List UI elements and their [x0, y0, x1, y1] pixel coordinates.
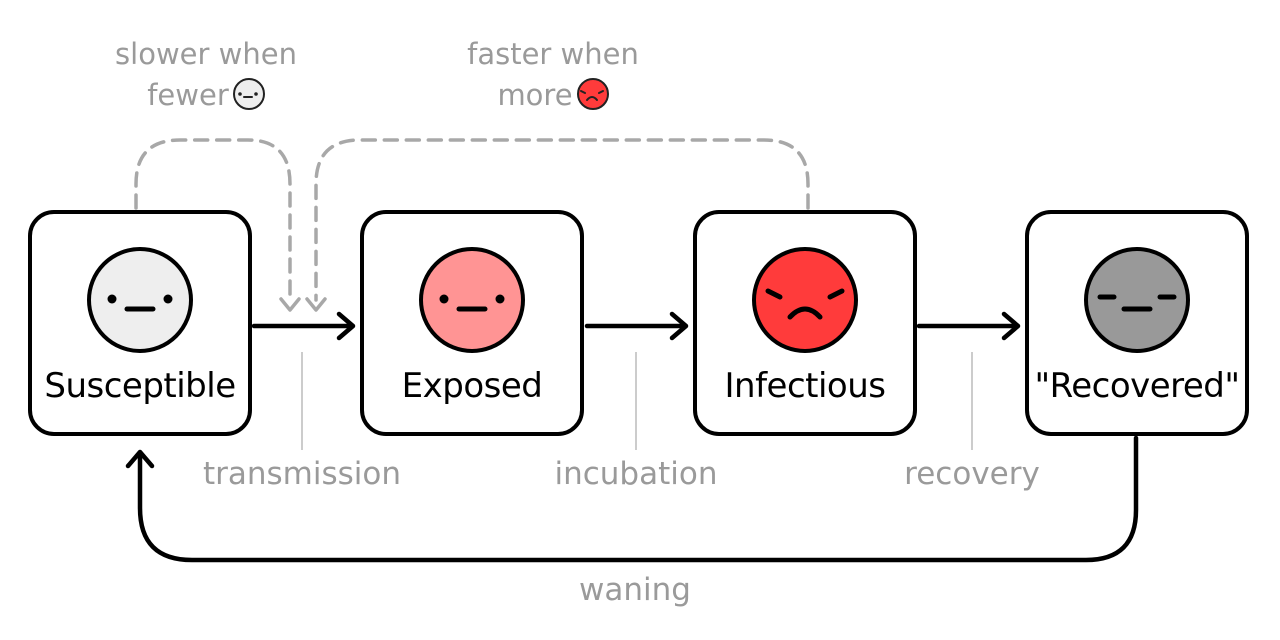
note-faster-when-more: faster when more: [440, 34, 666, 116]
neutral-face-icon: [87, 247, 193, 353]
rate-label-waning: waning: [579, 572, 691, 608]
sad-face-icon: [752, 247, 858, 353]
state-infectious: Infectious: [693, 210, 917, 436]
transition-arrows: [125, 311, 1139, 563]
state-recovered: "Recovered": [1025, 210, 1249, 436]
note-slower-line2-row: fewer: [96, 75, 316, 116]
state-label-exposed: Exposed: [401, 366, 543, 406]
infectious-mini-face-icon: [576, 78, 609, 110]
arrow-infectious-to-recovered: [916, 311, 1021, 341]
rate-label-incubation: incubation: [554, 456, 718, 492]
state-label-infectious: Infectious: [724, 366, 887, 406]
note-slower-line1: slower when: [115, 37, 297, 71]
note-slower-line2: fewer: [147, 78, 229, 112]
note-faster-line1: faster when: [467, 37, 639, 71]
arrow-exposed-to-infectious: [584, 311, 689, 341]
rate-label-recovery: recovery: [904, 456, 1040, 492]
state-label-susceptible: Susceptible: [44, 366, 236, 406]
susceptible-mini-face-icon: [232, 78, 265, 110]
note-faster-line2-row: more: [440, 75, 666, 116]
dashed-from-susceptible: [134, 138, 292, 302]
rate-tick-lines: [301, 352, 973, 450]
neutral-face-icon: [419, 247, 525, 353]
dashed-from-infectious: [314, 138, 810, 302]
sleepy-face-icon: [1084, 247, 1190, 353]
feedback-dashes: [134, 138, 810, 302]
state-label-recovered: "Recovered": [1034, 366, 1240, 406]
state-exposed: Exposed: [360, 210, 584, 436]
feedback-arrowheads: [279, 297, 327, 312]
arrow-waning-loop: [125, 435, 1139, 563]
rate-label-transmission: transmission: [202, 456, 402, 492]
arrow-susceptible-to-exposed: [251, 311, 356, 341]
note-slower-when-fewer: slower when fewer: [96, 34, 316, 116]
state-susceptible: Susceptible: [28, 210, 252, 436]
note-faster-line2: more: [497, 78, 573, 112]
